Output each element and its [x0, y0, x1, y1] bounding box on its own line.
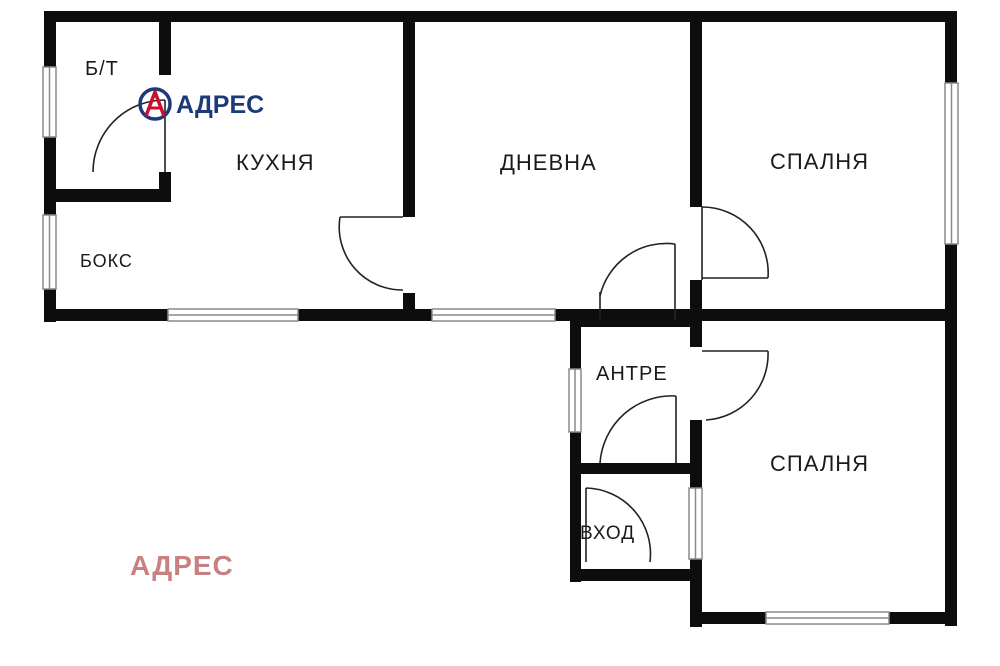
- wall-hall-left-top: [570, 317, 581, 369]
- door-bedroom-top: [701, 206, 769, 280]
- wall-outer-right-mid: [945, 244, 957, 626]
- wall-hall-right-top: [690, 317, 702, 347]
- room-label-box: БОКС: [80, 251, 133, 271]
- wall-kitchen-living-bottom: [403, 293, 415, 321]
- wall-hall-left-bottom: [570, 432, 581, 582]
- wall-entrance-bottom: [570, 569, 702, 581]
- wall-bathroom-bottom: [44, 189, 171, 202]
- room-label-hall: АНТРЕ: [596, 363, 668, 385]
- wall-kitchen-living-top: [403, 11, 415, 217]
- window-entrance-right: [688, 487, 703, 560]
- window-box-left: [42, 214, 57, 290]
- wall-bedrooms-divider: [690, 309, 957, 321]
- door-kitchen: [338, 216, 404, 291]
- door-living: [599, 242, 676, 320]
- brand-logo: АДРЕС: [138, 87, 264, 121]
- window-living-bottom: [431, 308, 556, 322]
- wall-outer-left-top: [44, 11, 56, 67]
- wall-hall-right-mid: [690, 420, 702, 488]
- room-label-bathroom: Б/Т: [85, 58, 119, 80]
- room-label-bedroom-top: СПАЛНЯ: [770, 149, 869, 174]
- logo-text: АДРЕС: [176, 91, 264, 119]
- wall-bathroom-right: [159, 11, 171, 75]
- room-label-entrance: ВХОД: [580, 523, 635, 544]
- wall-living-bedroom-bottom: [690, 280, 702, 310]
- wall-hall-top: [570, 317, 702, 327]
- window-hall-left: [568, 368, 582, 433]
- watermark-text: АДРЕС: [130, 550, 234, 581]
- wall-hall-bottom: [570, 463, 702, 474]
- room-label-kitchen: КУХНЯ: [236, 150, 315, 175]
- wall-outer-right-top: [945, 11, 957, 83]
- wall-bottom-box: [44, 309, 168, 321]
- logo-emblem-icon: [138, 87, 172, 121]
- walls: [44, 11, 957, 627]
- wall-bedroom-bottom-right: [889, 612, 957, 624]
- wall-bottom-kitchen: [298, 309, 432, 321]
- door-entrance: [585, 487, 652, 563]
- doors: [92, 99, 769, 563]
- wall-outer-left-mid: [44, 137, 56, 215]
- door-bathroom: [92, 99, 166, 173]
- wall-entrance-right-lower: [690, 559, 702, 627]
- wall-outer-top: [44, 11, 957, 22]
- wall-living-bedroom-top: [690, 11, 702, 207]
- door-hall: [599, 395, 677, 464]
- window-bathroom-left: [42, 66, 57, 138]
- room-labels: Б/Т КУХНЯ ДНЕВНА СПАЛНЯ БОКС АНТРЕ СПАЛН…: [80, 58, 869, 544]
- window-bedroom-bottom: [765, 611, 890, 625]
- window-bedroom-right: [944, 82, 959, 245]
- window-kitchen-bottom: [167, 308, 299, 322]
- wall-bedroom-bottom-left: [690, 612, 766, 624]
- door-bedroom-bottom: [702, 350, 769, 421]
- room-label-bedroom-bottom: СПАЛНЯ: [770, 451, 869, 476]
- room-label-living: ДНЕВНА: [500, 150, 597, 175]
- windows: [42, 66, 959, 625]
